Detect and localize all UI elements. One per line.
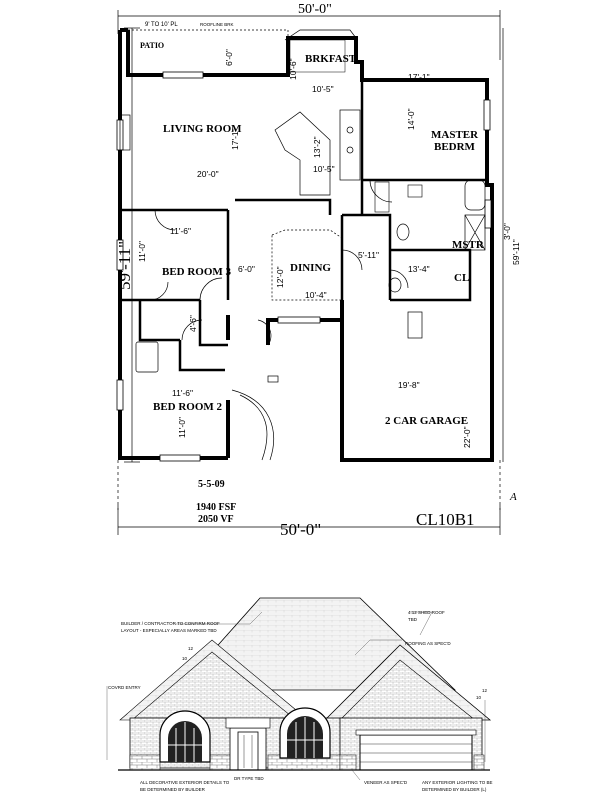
right-small-dim: 3'-0" [502, 223, 512, 240]
dim-brk-w: 10'-5" [312, 84, 334, 94]
dim-closet: 4'-6" [188, 315, 198, 332]
dim-bath-w: 5'-11" [358, 250, 379, 260]
pitch-left-1: 12 [188, 646, 194, 651]
dim-patio-depth: 6'-0" [224, 49, 234, 66]
note-lighting-1: ANY EXTERIOR LIGHTING TO BE [422, 780, 493, 785]
dim-bed2-d: 11'-0" [177, 417, 187, 438]
dim-bed3-d: 11'-0" [137, 241, 147, 262]
room-label-dining: DINING [290, 262, 331, 274]
note-shed-1: 4:12 SHED ROOF [408, 610, 445, 615]
note-roofing: ROOFING AS SPEC'D [405, 641, 451, 646]
room-label-bed3: BED ROOM 3 [162, 266, 232, 278]
room-label-brkfast: BRKFAST [305, 53, 357, 65]
dim-mstrcl-w: 13'-4" [408, 264, 430, 274]
pitch-right-2: 10 [476, 695, 482, 700]
garage-fixtures [231, 311, 423, 461]
kitchen-fixtures [119, 39, 361, 196]
note-decor-1: ALL DECORATIVE EXTERIOR DETAILS TO [140, 780, 230, 785]
pitch-left-2: 10 [182, 656, 188, 661]
area-fsf: 1940 FSF [196, 502, 236, 513]
top-width-dim: 50'-0" [298, 2, 332, 17]
dim-kitchen-w: 10'-5" [313, 164, 335, 174]
note-builder-1: BUILDER / CONTRACTOR TO CONFIRM ROOF [121, 621, 220, 626]
top-offset-note-2: ROOFLINE BRK [200, 22, 234, 27]
room-label-garage: 2 CAR GARAGE [385, 415, 468, 427]
floor-plan: PATIO BRKFAST LIVING ROOM MASTER BEDRM B… [115, 2, 521, 539]
room-label-living: LIVING ROOM [163, 123, 242, 135]
front-elevation: BUILDER / CONTRACTOR TO CONFIRM ROOF LAY… [106, 597, 493, 792]
room-label-bed2: BED ROOM 2 [153, 401, 223, 413]
room-label-mstr-2: CL [454, 272, 469, 284]
interior-walls [120, 80, 487, 372]
dim-bed3-w: 11'-6" [170, 226, 191, 236]
room-label-master-2: BEDRM [434, 141, 476, 153]
pitch-right-1: 12 [482, 688, 488, 693]
dim-dining-w: 10'-4" [305, 290, 327, 300]
dim-dining-d: 12'-0" [275, 266, 285, 288]
dim-master-d: 14'-0" [406, 108, 416, 130]
note-decor-2: BE DETERMINED BY BUILDER [140, 787, 206, 792]
top-offset-note: 9' TO 10' PL [145, 22, 178, 28]
dim-master-w: 17'-1" [408, 72, 430, 82]
doors [149, 179, 409, 346]
area-vf: 2050 VF [198, 514, 234, 525]
dim-brk-d: 10'-6" [288, 58, 298, 80]
dim-bed2-w: 11'-6" [172, 388, 193, 398]
note-lighting-2: DETERMINED BY BUILDER (L) [422, 787, 487, 792]
dim-garage-w: 19'-8" [398, 380, 420, 390]
stray-mark: A [509, 491, 517, 503]
room-label-mstr-1: MSTR [452, 239, 485, 251]
note-shed-2: TBD [408, 617, 418, 622]
dim-garage-d: 22'-0" [462, 426, 472, 448]
left-depth-dim: 59'-11" [115, 241, 134, 290]
bottom-width-dim: 50'-0" [280, 520, 321, 539]
right-depth-dim: 59'-11" [511, 239, 521, 265]
dimension-lines [117, 10, 504, 535]
dim-kitchen-d: 13'-2" [312, 136, 322, 158]
dim-living-w: 20'-0" [197, 169, 219, 179]
note-veneer: VENEER AS SPEC'D [364, 780, 408, 785]
plan-code: CL10B1 [416, 510, 475, 529]
note-builder-2: LAYOUT - ESPECIALLY AREAS MARKED TBD [121, 628, 217, 633]
room-label-patio: PATIO [140, 41, 164, 50]
plan-date: 5-5-09 [198, 479, 225, 490]
dim-hall-w: 6'-0" [238, 264, 255, 274]
bath-fixtures [135, 179, 486, 373]
note-covd-entry: COVRD ENTRY [108, 685, 141, 690]
dim-living-d: 17'-1" [230, 128, 240, 150]
room-label-master-1: MASTER [431, 129, 479, 141]
note-dr-type: DR TYPE TBD [234, 776, 264, 781]
